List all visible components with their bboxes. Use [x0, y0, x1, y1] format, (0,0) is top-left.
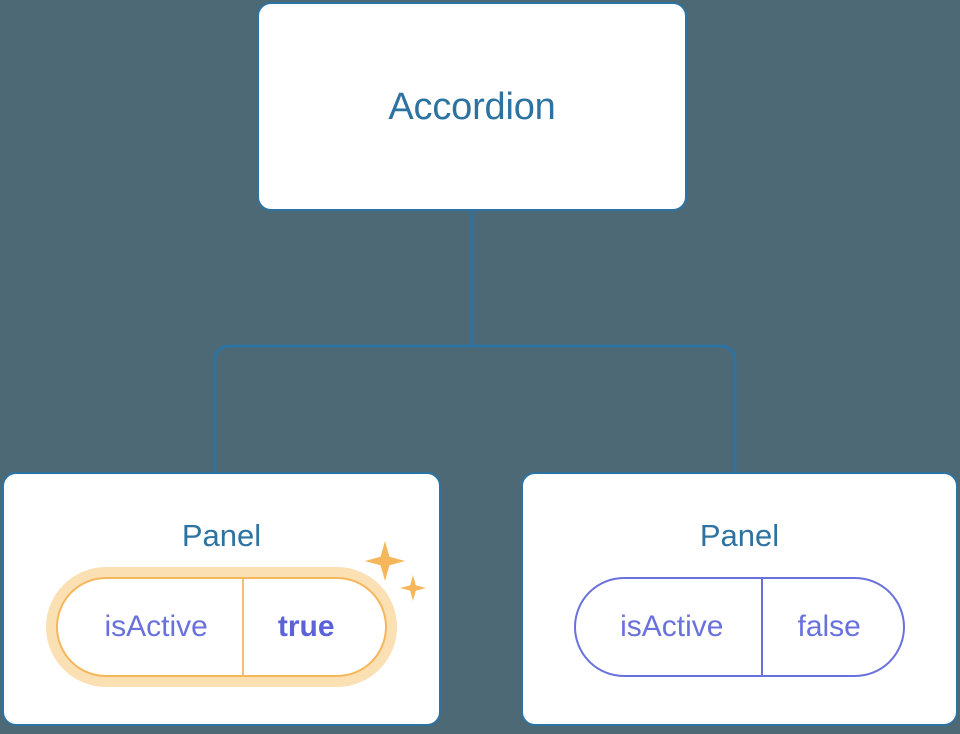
- panel-active-content: Panel isActive true: [4, 474, 439, 724]
- node-accordion[interactable]: Accordion: [257, 2, 687, 211]
- sparkle-small-icon: [399, 575, 426, 601]
- prop-pill-isactive-true[interactable]: isActive true: [56, 577, 387, 677]
- connector-bus-left: [213, 344, 472, 474]
- connector-bus-right: [472, 344, 737, 474]
- prop-key-label: isActive: [620, 610, 724, 643]
- prop-value-label: false: [761, 579, 902, 675]
- node-panel-active[interactable]: Panel isActive true: [2, 472, 441, 726]
- prop-key-label: isActive: [104, 610, 208, 643]
- node-panel-active-title: Panel: [181, 518, 262, 553]
- node-panel-inactive[interactable]: Panel isActive false: [521, 472, 958, 726]
- prop-pill-active-wrapper: isActive true: [56, 541, 426, 677]
- prop-value-label: true: [241, 579, 385, 675]
- node-panel-inactive-title: Panel: [699, 518, 780, 553]
- node-accordion-title: Accordion: [388, 85, 556, 128]
- prop-pill-inactive-wrapper: isActive false: [574, 577, 905, 677]
- prop-pill-isactive-false[interactable]: isActive false: [574, 577, 905, 677]
- panel-inactive-content: Panel isActive false: [523, 474, 956, 724]
- sparkle-large-icon: [364, 541, 405, 581]
